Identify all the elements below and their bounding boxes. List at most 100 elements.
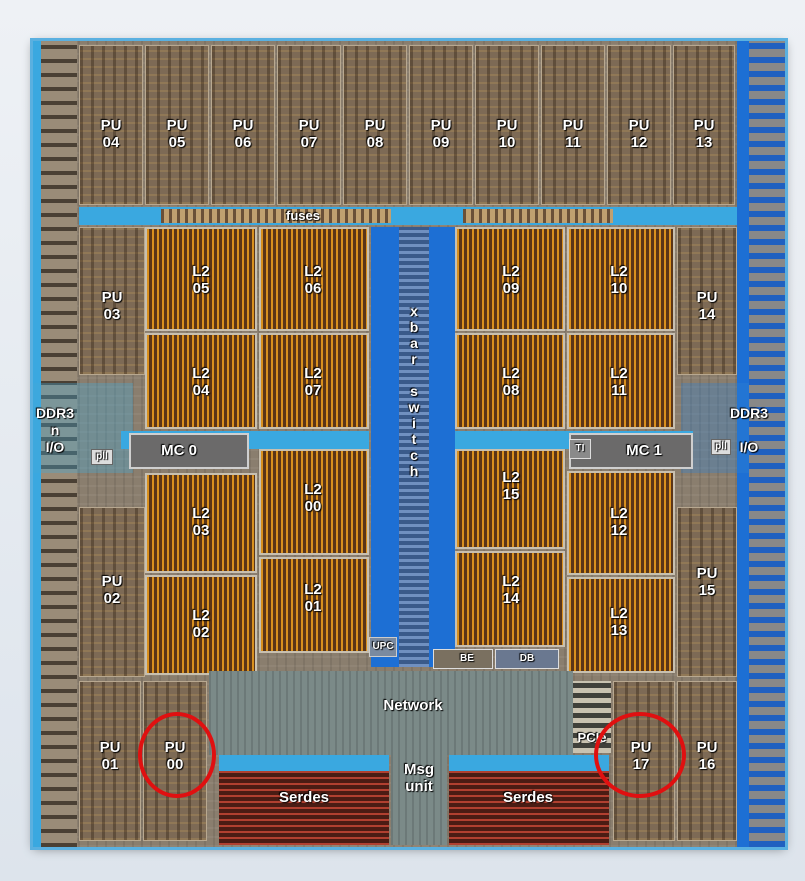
pu-08-label: PU 08	[364, 117, 386, 151]
pu-08-block	[343, 45, 407, 205]
serdes-left-block	[219, 771, 389, 845]
l2-08-label: L2 08	[502, 365, 520, 399]
pu-11-block	[541, 45, 605, 205]
right-pad-column	[749, 41, 785, 847]
pll-right-label: pll	[715, 441, 727, 452]
l2-05-label: L2 05	[192, 263, 210, 297]
l2-11-label: L2 11	[610, 365, 628, 399]
pu-04-label: PU 04	[100, 117, 122, 151]
pu-13-block	[673, 45, 735, 205]
pu-01-label: PU 01	[99, 739, 121, 773]
pu-13-label: PU 13	[693, 117, 715, 151]
left-pad-column	[41, 41, 77, 847]
ddr3-left-label: DDR3 n I/O	[35, 405, 75, 455]
highlight-circle-pu-17	[594, 712, 686, 798]
pu-12-label: PU 12	[628, 117, 650, 151]
pu-10-block	[475, 45, 539, 205]
l2-08-block	[455, 333, 565, 429]
pu-07-label: PU 07	[298, 117, 320, 151]
msg-unit-label: Msg unit	[404, 761, 434, 795]
chip-die: PU 04 PU 05 PU 06 PU 07 PU 08 PU 09 PU 1…	[33, 41, 785, 847]
mc-1-label: MC 1	[626, 442, 662, 459]
fuses-label: fuses	[286, 208, 320, 223]
db-label: DB	[519, 653, 535, 664]
l2-15-block	[455, 449, 565, 549]
be-block	[433, 649, 493, 669]
l2-04-block	[145, 333, 257, 429]
xbar-bus-right	[429, 227, 455, 667]
ddr3-left-io-block	[33, 383, 133, 473]
highlight-circle-pu-00	[138, 712, 216, 798]
l2-13-block	[567, 577, 675, 673]
xbar-bus-left	[371, 227, 399, 667]
l2-12-label: L2 12	[610, 505, 628, 539]
pu-02-block	[79, 507, 145, 677]
pu-05-label: PU 05	[166, 117, 188, 151]
l2-09-block	[455, 227, 565, 331]
pll-left-block	[91, 449, 113, 465]
db-block	[495, 649, 559, 669]
pu-16-label: PU 16	[696, 739, 718, 773]
l2-03-label: L2 03	[192, 505, 210, 539]
pu-11-label: PU 11	[562, 117, 584, 151]
l2-15-label: L2 15	[502, 469, 520, 503]
l2-14-block	[455, 551, 565, 647]
pu-14-label: PU 14	[696, 289, 718, 323]
l2-06-label: L2 06	[304, 263, 322, 297]
pu-02-label: PU 02	[101, 573, 123, 607]
pu-03-label: PU 03	[101, 289, 123, 323]
pu-12-block	[607, 45, 671, 205]
serdes-right-label: Serdes	[502, 789, 554, 806]
upc-block	[369, 637, 397, 657]
l2-01-block	[259, 557, 369, 653]
ti-block	[569, 439, 591, 459]
l2-12-block	[567, 471, 675, 575]
pu-07-block	[277, 45, 341, 205]
l2-10-block	[567, 227, 675, 331]
pu-09-block	[409, 45, 473, 205]
serdes-right-block	[449, 771, 609, 845]
l2-09-label: L2 09	[502, 263, 520, 297]
xbar-switch-label: x b a r s w i t c h	[408, 303, 420, 479]
pu-09-label: PU 09	[430, 117, 452, 151]
l2-01-label: L2 01	[304, 581, 322, 615]
pu-06-label: PU 06	[232, 117, 254, 151]
serdes-left-label: Serdes	[278, 789, 330, 806]
pu-14-block	[677, 227, 737, 375]
serdes-left-bus	[219, 755, 389, 771]
l2-05-block	[145, 227, 257, 331]
msg-unit-block	[391, 755, 447, 845]
pu-15-block	[677, 507, 737, 677]
pu-01-block	[79, 681, 141, 841]
l2-14-label: L2 14	[502, 573, 520, 607]
l2-06-block	[259, 227, 369, 331]
l2-03-block	[145, 473, 257, 573]
network-block	[209, 671, 573, 755]
pll-right-block	[711, 439, 731, 455]
fuses-block-right	[463, 209, 613, 223]
network-label: Network	[383, 697, 443, 714]
fuses-block-left	[161, 209, 391, 223]
l2-10-label: L2 10	[610, 263, 628, 297]
l2-07-label: L2 07	[304, 365, 322, 399]
mc-0-block	[129, 433, 249, 469]
be-label: BE	[460, 653, 474, 664]
left-io-strip	[33, 41, 41, 847]
serdes-right-bus	[449, 755, 609, 771]
ti-label: TI	[575, 443, 585, 454]
pcie-block	[573, 681, 611, 753]
pu-10-label: PU 10	[496, 117, 518, 151]
right-io-strip	[737, 41, 749, 847]
l2-13-label: L2 13	[610, 605, 628, 639]
pu-15-label: PU 15	[696, 565, 718, 599]
l2-04-label: L2 04	[192, 365, 210, 399]
pll-left-label: pll	[96, 451, 108, 462]
l2-02-block	[145, 575, 257, 675]
pu-03-block	[79, 227, 145, 375]
pu-05-block	[145, 45, 209, 205]
l2-11-block	[567, 333, 675, 429]
pu-16-block	[677, 681, 737, 841]
l2-02-label: L2 02	[192, 607, 210, 641]
l2-00-block	[259, 449, 369, 555]
